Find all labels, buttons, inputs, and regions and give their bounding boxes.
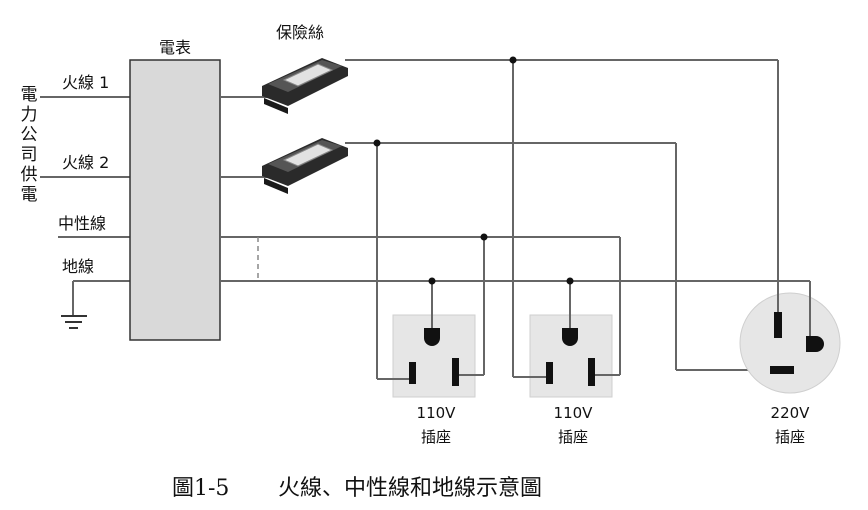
outlet-3-name: 插座: [775, 428, 805, 446]
ground-label: 地線: [62, 257, 94, 276]
fuse-2-icon: [262, 138, 348, 194]
fuse-label: 保險絲: [276, 23, 324, 42]
supply-label: 電力公司供電: [21, 85, 38, 205]
neutral-label: 中性線: [58, 214, 106, 233]
figure-title: 火線、中性線和地線示意圖: [278, 476, 542, 501]
ground-symbol-icon: [61, 281, 87, 329]
outlet-3-voltage: 220V: [771, 404, 811, 422]
hot1-label: 火線 1: [62, 73, 109, 92]
outlet-110v-1-icon: [377, 312, 484, 398]
supply-vertical-text: 電力公司供電: [21, 85, 38, 205]
hot2-label: 火線 2: [62, 153, 109, 172]
meter-label: 電表: [159, 38, 191, 57]
outlet-220v-icon: [739, 292, 841, 394]
outlet-1-name: 插座: [421, 428, 451, 446]
outlet-110v-2-icon: [513, 312, 620, 398]
figure-number: 圖1-5: [172, 476, 229, 501]
outlet-2-voltage: 110V: [554, 404, 594, 422]
outlet-2-name: 插座: [558, 428, 588, 446]
fuse-1-icon: [262, 58, 348, 114]
meter-box: [129, 59, 221, 341]
outlet-1-voltage: 110V: [417, 404, 457, 422]
